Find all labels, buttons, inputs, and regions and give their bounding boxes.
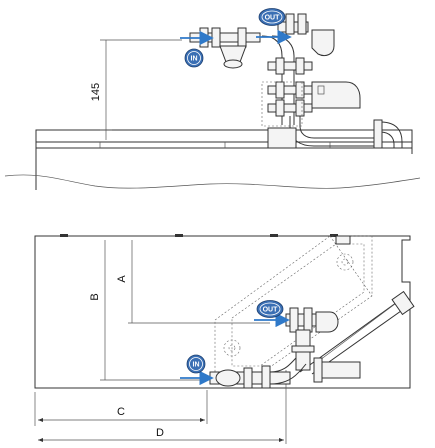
ground-line	[4, 174, 421, 189]
out-badge-top: OUT	[258, 8, 286, 26]
dimension-c: C	[34, 390, 208, 426]
out-badge-plan-label: OUT	[263, 307, 279, 314]
in-badge-plan-label: IN	[193, 362, 200, 369]
elevation-view: 145	[4, 8, 421, 190]
valve-icon	[215, 369, 241, 387]
plan-view: B A C D	[34, 234, 415, 444]
dimension-a-label: A	[116, 275, 128, 283]
enclosure-outline	[34, 235, 411, 389]
valve-assembly-top	[189, 13, 403, 149]
in-badge-plan: IN	[186, 354, 206, 374]
dimension-a: A	[116, 240, 270, 324]
dimension-145-label: 145	[90, 83, 102, 101]
out-badge-plan: OUT	[256, 300, 284, 318]
base-slab	[35, 129, 413, 190]
valve-cap	[311, 29, 335, 57]
tank-outline	[214, 235, 373, 375]
dimension-d-label: D	[156, 427, 164, 439]
in-badge-top-label: IN	[191, 56, 198, 63]
dimension-145: 145	[90, 39, 182, 140]
in-badge-top: IN	[184, 48, 204, 68]
dimension-b-label: B	[89, 293, 101, 300]
dimension-c-label: C	[117, 406, 125, 418]
dimension-b: B	[89, 240, 200, 381]
out-badge-top-label: OUT	[265, 15, 281, 22]
